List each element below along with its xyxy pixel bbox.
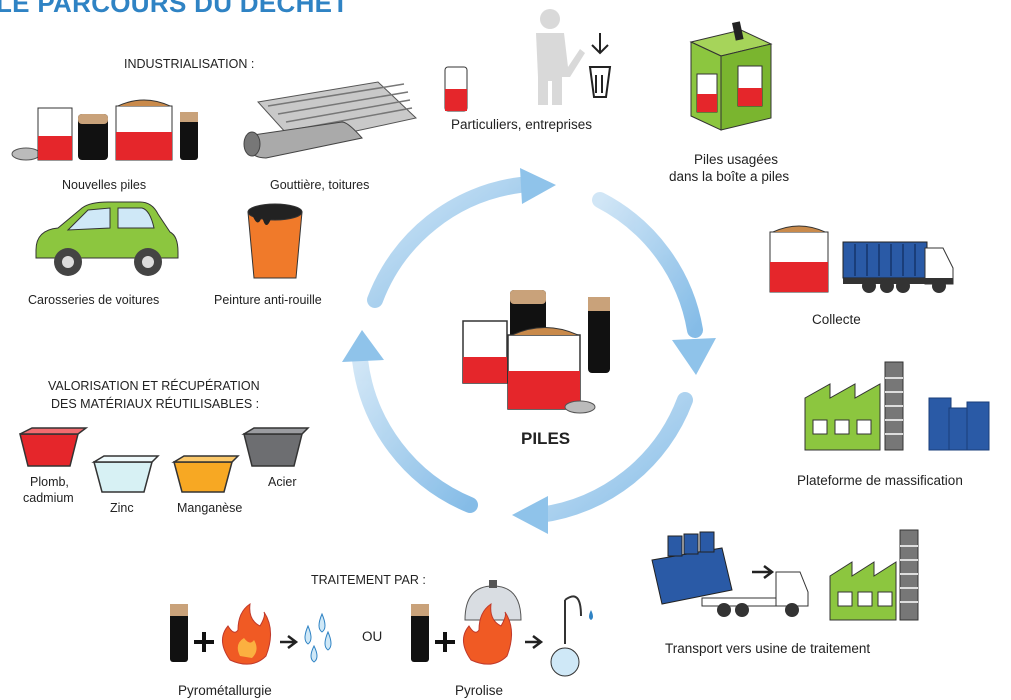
transport-truck-factory-icon [651,529,919,621]
valorisation-heading-2: DES MATÉRIAUX RÉUTILISABLES : [51,397,260,411]
paint-can-icon [247,203,303,279]
massification-platform-icon [804,361,990,451]
pyrometallurgie-icon [170,602,332,665]
industrialisation-heading: INDUSTRIALISATION : [124,57,255,71]
ou-label: OU [362,629,383,644]
material-plomb-label-1: Plomb, [30,475,69,489]
material-plomb-label-2: cadmium [23,491,74,505]
industrialisation-voitures-label: Carosseries de voitures [28,293,160,307]
pyrolise-label: Pyrolise [455,683,504,698]
page-title: LE PARCOURS DU DÉCHET [0,0,349,18]
gutter-roof-icon [243,81,418,159]
material-zinc-label: Zinc [110,501,134,515]
step-plateforme-label: Plateforme de massification [797,473,963,488]
person-recycling-icon [444,9,612,112]
industrialisation-piles-label: Nouvelles piles [62,178,147,192]
material-manganese-label: Manganèse [177,501,243,515]
center-batteries-illustration [462,290,610,414]
industrialisation-gouttiere-label: Gouttière, toitures [270,178,370,192]
material-bins-illustration [19,427,310,493]
battery-collection-box-icon [689,21,773,131]
industrialisation-peinture-label: Peinture anti-rouille [214,293,322,307]
step-transport-label: Transport vers usine de traitement [665,641,871,656]
pyrometallurgie-label: Pyrométallurgie [178,683,272,698]
step-particuliers-label: Particuliers, entreprises [451,117,593,132]
collection-truck-icon [769,225,954,293]
new-batteries-icon [11,99,198,161]
step-collecte-label: Collecte [812,312,861,327]
car-icon [35,201,179,276]
traitement-heading: TRAITEMENT PAR : [311,573,426,587]
pyrolise-icon [411,580,593,677]
material-acier-label: Acier [268,475,297,489]
step-boite-label-2: dans la boîte a piles [669,169,790,184]
center-label: PILES [521,429,571,448]
step-boite-label-1: Piles usagées [694,152,779,167]
valorisation-heading-1: VALORISATION ET RÉCUPÉRATION [48,379,260,393]
